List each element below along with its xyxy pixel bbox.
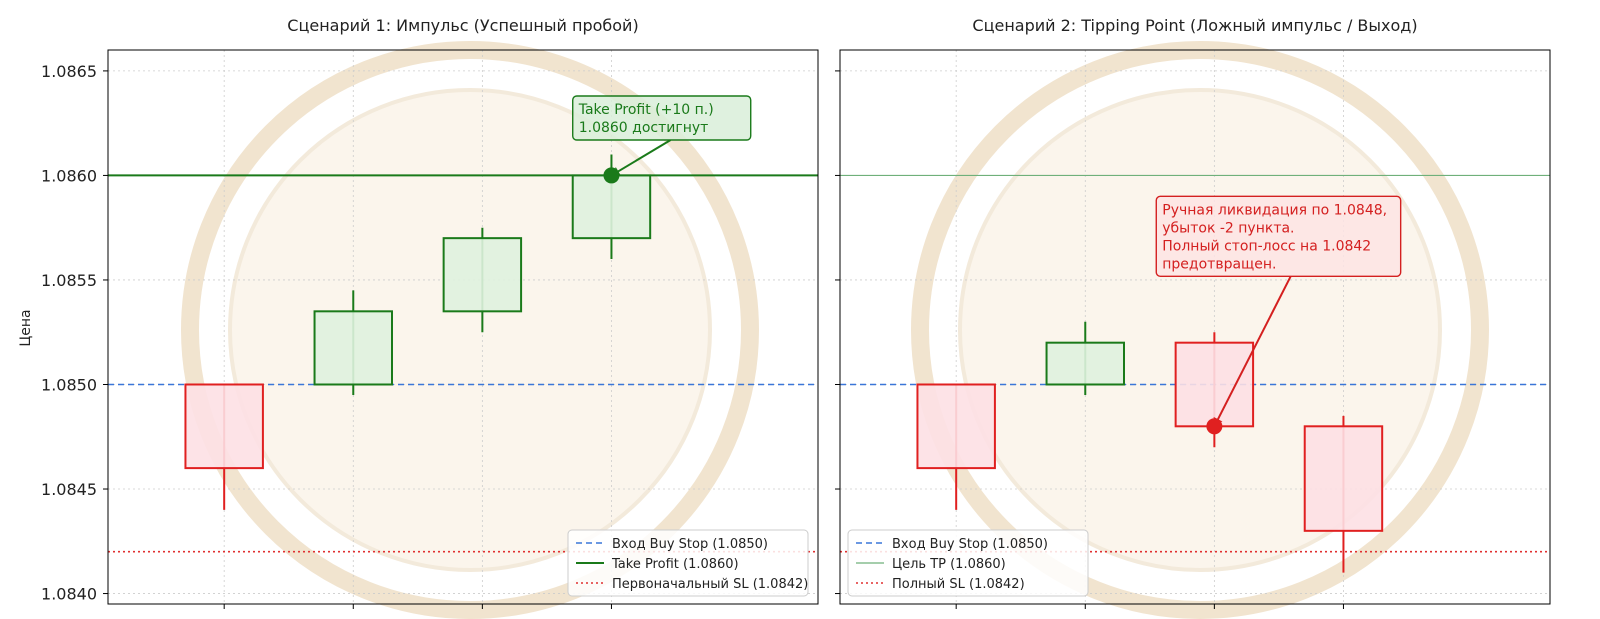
legend-label-2-0: Вход Buy Stop (1.0850) [892,537,1048,552]
annotation-line-1-0: Take Profit (+10 п.) [578,102,714,118]
candle-body-3 [1303,425,1384,532]
annotation-line-2-0: Ручная ликвидация по 1.0848, [1162,202,1387,218]
candle-body-3 [571,174,652,240]
axes-frame-2 [839,49,1551,605]
y-tick-label-3: 1.0855 [41,271,97,290]
y-axis-label: Цена [18,309,34,346]
annotation-line-1-1: 1.0860 достигнут [579,120,709,136]
legend-label-2-1: Цель TP (1.0860) [892,557,1006,572]
y-tick-label-2: 1.0850 [41,375,97,394]
candle-body-1 [313,310,393,386]
exit-marker-2 [1206,418,1223,435]
chart-title-1: Сценарий 1: Импульс (Успешный пробой) [287,16,638,35]
annotation-arrow-1 [610,139,672,177]
chart-title-2: Сценарий 2: Tipping Point (Ложный импуль… [972,16,1417,35]
y-tick-label-1: 1.0845 [41,480,97,499]
watermark-disc-0 [228,88,712,572]
annotation-line-2-2: Полный стоп-лосс на 1.0842 [1162,238,1371,254]
candle-body-1 [1045,341,1125,386]
candle-body-0 [184,383,264,470]
legend-1 [567,529,809,597]
chart-panel-scenario-2: Сценарий 2: Tipping Point (Ложный импуль… [835,16,1551,609]
y-tick-label-4: 1.0860 [41,166,97,185]
legend-2 [847,529,1089,597]
candle-body-2 [442,237,523,313]
candle-body-2 [1174,341,1255,428]
annotation-box-2 [1155,195,1402,278]
exit-marker-1 [603,167,620,184]
legend-label-1-2: Первоначальный SL (1.0842) [612,577,808,592]
legend-label-2-2: Полный SL (1.0842) [892,577,1025,592]
annotation-line-2-3: предотвращен. [1162,256,1276,272]
y-tick-label-0: 1.0840 [41,585,97,604]
axes-frame-1 [107,49,819,605]
chart-panel-scenario-1: Сценарий 1: Импульс (Успешный пробой) 1.0… [41,16,819,609]
legend-label-1-0: Вход Buy Stop (1.0850) [612,537,768,552]
y-tick-label-5: 1.0865 [41,62,97,81]
annotation-box-1 [572,95,752,141]
annotation-arrow-2 [1213,275,1292,427]
legend-label-1-1: Take Profit (1.0860) [611,557,739,572]
candle-body-0 [916,383,996,470]
annotation-line-2-1: убыток -2 пункта. [1162,220,1294,236]
